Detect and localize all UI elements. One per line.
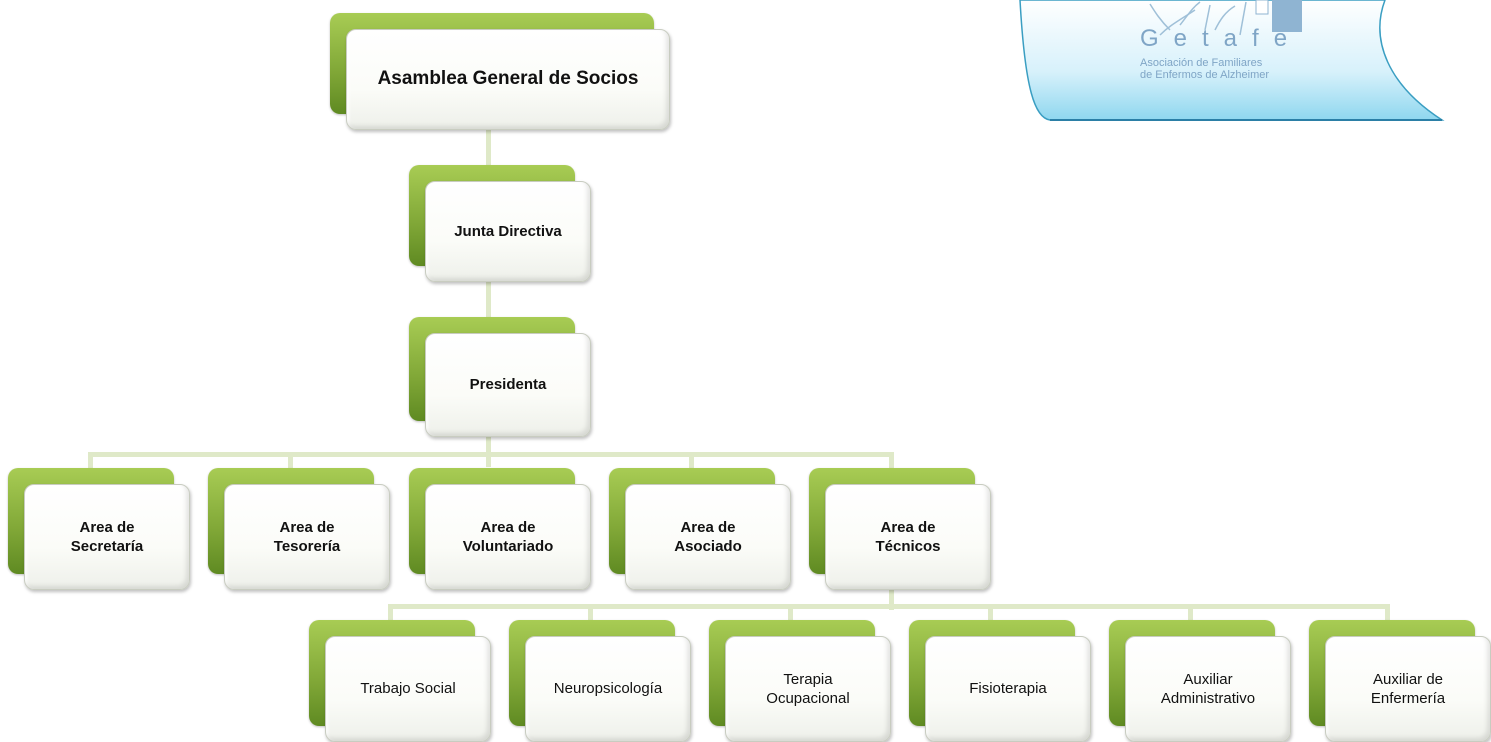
node-terapia-ocupacional-label: Terapia Ocupacional xyxy=(766,670,850,708)
node-trabajo-social-label: Trabajo Social xyxy=(360,680,456,698)
node-trabajo-social: Trabajo Social xyxy=(309,620,491,742)
logo-shape-icon xyxy=(1019,0,1445,121)
node-area-tesoreria: Area de Tesorería xyxy=(208,468,390,590)
association-logo: Getafe Asociación de Familiares de Enfer… xyxy=(1010,0,1480,125)
node-auxiliar-enfermeria-label: Auxiliar de Enfermería xyxy=(1370,670,1446,708)
node-auxiliar-enfermeria: Auxiliar de Enfermería xyxy=(1309,620,1491,742)
node-area-asociado: Area de Asociado xyxy=(609,468,791,590)
connector-area-2 xyxy=(288,452,293,468)
logo-name: Getafe xyxy=(1140,25,1303,52)
connector-tec-2 xyxy=(588,604,593,620)
node-area-secretaria: Area de Secretaría xyxy=(8,468,190,590)
connector-area-1 xyxy=(88,452,93,468)
node-area-tesoreria-label: Area de Tesorería xyxy=(273,518,341,556)
node-area-tecnicos-label: Area de Técnicos xyxy=(875,518,941,556)
node-area-tecnicos: Area de Técnicos xyxy=(809,468,991,590)
connector-tec-4 xyxy=(988,604,993,620)
node-neuropsicologia-label: Neuropsicología xyxy=(553,680,663,698)
node-area-voluntariado-label: Area de Voluntariado xyxy=(462,518,554,556)
connector-tecnicos-bar xyxy=(388,604,1390,609)
node-neuropsicologia: Neuropsicología xyxy=(509,620,691,742)
connector-tec-5 xyxy=(1188,604,1193,620)
connector-tec-1 xyxy=(388,604,393,620)
logo-line-1: Asociación de Familiares xyxy=(1140,57,1263,69)
connector-junta-presidenta xyxy=(486,282,491,332)
node-junta: Junta Directiva xyxy=(409,165,591,282)
node-fisioterapia-label: Fisioterapia xyxy=(969,680,1047,698)
node-terapia-ocupacional: Terapia Ocupacional xyxy=(709,620,891,742)
node-presidenta-label: Presidenta xyxy=(469,376,547,394)
node-auxiliar-administrativo: Auxiliar Administrativo xyxy=(1109,620,1291,742)
node-area-asociado-label: Area de Asociado xyxy=(674,518,742,556)
connector-areas-bar xyxy=(88,452,894,457)
node-asamblea-label: Asamblea General de Socios xyxy=(377,68,639,90)
connector-asamblea-junta xyxy=(486,130,491,180)
connector-tec-6 xyxy=(1385,604,1390,620)
node-area-secretaria-label: Area de Secretaría xyxy=(70,518,144,556)
connector-tec-3 xyxy=(788,604,793,620)
node-asamblea: Asamblea General de Socios xyxy=(330,13,670,130)
connector-area-5 xyxy=(889,452,894,468)
logo-line-2: de Enfermos de Alzheimer xyxy=(1140,69,1270,81)
connector-tecnicos-down xyxy=(889,590,894,610)
node-presidenta: Presidenta xyxy=(409,317,591,437)
node-fisioterapia: Fisioterapia xyxy=(909,620,1091,742)
connector-area-4 xyxy=(689,452,694,468)
node-junta-label: Junta Directiva xyxy=(454,222,562,240)
node-auxiliar-administrativo-label: Auxiliar Administrativo xyxy=(1160,670,1256,708)
node-area-voluntariado: Area de Voluntariado xyxy=(409,468,591,590)
